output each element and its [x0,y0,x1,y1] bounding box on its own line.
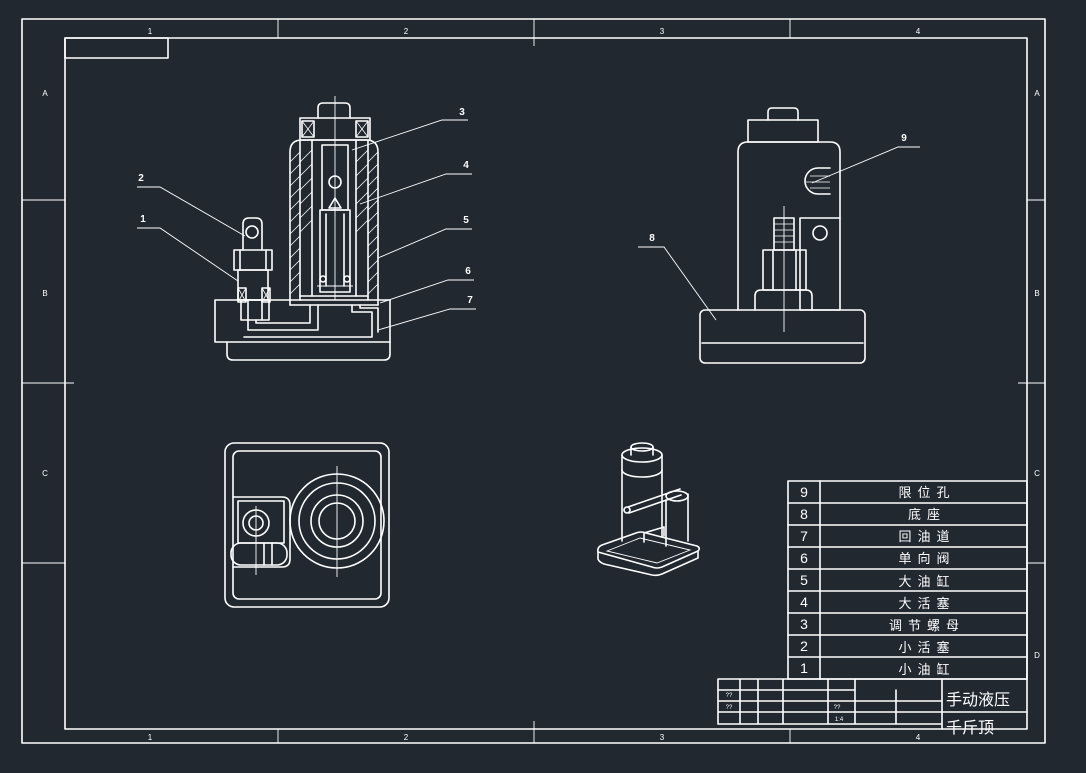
callout-4: 4 [463,160,469,171]
parts-list-table: 9 限位孔 8 底座 7 回油道 6 单向阀 5 大油缸 4 大活塞 3 调节螺… [787,480,1028,680]
front-oil-passages [243,304,379,338]
title-cell-c: ?? [834,705,841,711]
callout-6: 6 [465,266,471,277]
title-cell-a: ?? [726,693,733,699]
zone-bottom-2: 2 [404,733,409,742]
part-no-4: 4 [800,594,808,610]
corner-reference-box [64,37,169,59]
side-leaders [638,146,920,321]
top-view-large-cylinder [289,466,385,577]
title-scale: 1:4 [835,717,844,723]
title-cell-b: ?? [726,705,733,711]
part-no-3: 3 [800,616,808,632]
zone-left-a: A [42,89,48,98]
side-pump-bracket [799,217,841,311]
inner-border [64,37,1028,730]
top-view-outline [224,442,390,608]
part-no-8: 8 [800,506,808,522]
top-view-inner-outline [232,450,382,600]
front-large-piston [299,102,371,297]
side-adjusting-parts [754,206,813,332]
front-small-pump [233,217,273,321]
zone-top-3: 3 [660,27,665,36]
zone-top-2: 2 [404,27,409,36]
part-no-1: 1 [800,660,808,676]
zone-right-c: C [1034,469,1040,478]
part-name-3: 调节螺母 [889,619,965,634]
zone-top-4: 4 [916,27,921,36]
part-name-1: 小油缸 [898,662,955,678]
front-check-valve [317,275,353,287]
callout-5: 5 [463,215,469,226]
zone-right-d: D [1034,651,1040,660]
drawing-title-line2: 千斤顶 [946,718,994,737]
zone-right-a: A [1034,89,1040,98]
callout-3: 3 [459,107,465,118]
zone-bottom-4: 4 [916,733,921,742]
zone-left-b: B [42,289,47,298]
part-no-5: 5 [800,572,808,588]
zone-dividers [22,19,1045,743]
part-no-6: 6 [800,550,808,566]
iso-pump [623,488,689,547]
part-name-4: 大活塞 [898,596,955,612]
drawing-frame: 1 2 3 4 1 2 3 4 A B C A B C D [21,18,1046,744]
part-name-2: 小活塞 [898,640,955,656]
part-no-2: 2 [800,638,808,654]
top-view-pump [230,496,291,575]
part-no-9: 9 [800,484,808,500]
callout-2: 2 [138,173,144,184]
callout-7: 7 [467,295,473,306]
drawing-title-line1: 手动液压 [946,690,1010,709]
callout-9: 9 [901,133,907,144]
side-base [699,309,866,364]
front-large-cylinder [289,139,379,306]
side-limit-hole [804,167,831,195]
part-name-9: 限位孔 [898,486,955,501]
part-name-8: 底座 [908,507,946,523]
callout-1: 1 [140,214,146,225]
top-view [224,442,390,608]
part-name-7: 回油道 [898,530,955,545]
callout-8: 8 [649,233,655,244]
front-leaders [137,119,476,331]
front-adjusting-screw [319,144,351,293]
part-name-6: 单向阀 [898,551,955,567]
zone-bottom-3: 3 [660,733,665,742]
zone-right-b: B [1034,289,1039,298]
zone-left-c: C [42,469,48,478]
title-block: ?? ?? ?? 1:4 手动液压 千斤顶 [717,678,1028,737]
side-view: 8 9 [638,107,920,364]
title-block-grid [717,678,1028,730]
front-section-view: 1 2 3 4 5 6 7 [137,96,476,361]
side-cylinder-body [737,107,841,311]
zone-bottom-1: 1 [148,733,153,742]
part-no-7: 7 [800,528,808,544]
front-base [214,299,391,361]
iso-base [597,531,701,569]
iso-cylinder [621,442,663,542]
part-name-5: 大油缸 [898,574,955,590]
zone-top-1: 1 [148,27,153,36]
outer-border [21,18,1046,744]
isometric-view [597,442,701,577]
